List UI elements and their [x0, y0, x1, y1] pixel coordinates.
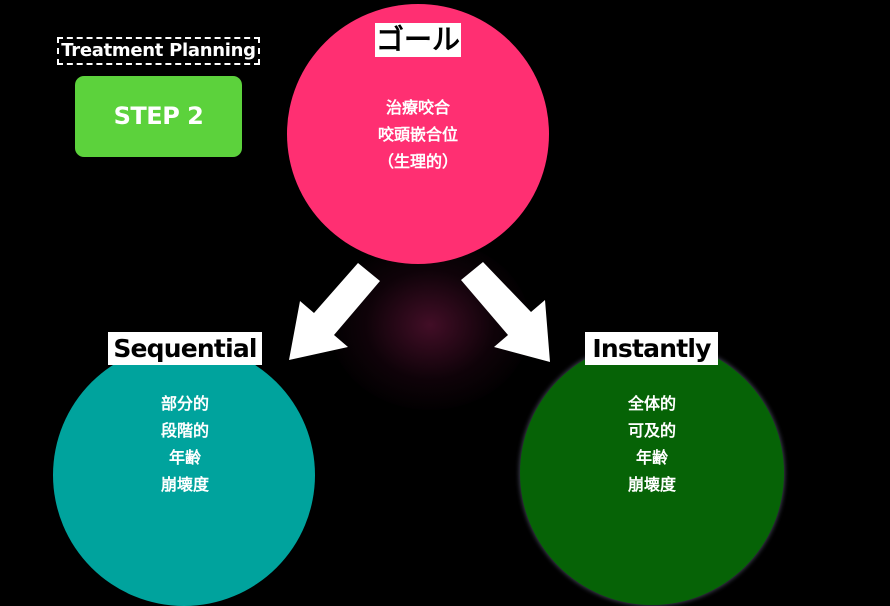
instantly-line: 崩壊度	[627, 475, 676, 494]
instantly-title: Instantly	[585, 332, 718, 365]
arrow-to-sequential	[289, 263, 380, 360]
arrow-to-instantly	[461, 262, 550, 362]
sequential-title: Sequential	[108, 332, 262, 365]
instantly-line: 年齢	[635, 448, 668, 467]
instantly-circle	[520, 341, 784, 605]
sequential-description: 部分的 段階的 年齢 崩壊度	[130, 390, 240, 498]
goal-line: 治療咬合	[385, 98, 450, 117]
sequential-line: 段階的	[160, 421, 209, 440]
step-badge: STEP 2	[75, 76, 242, 157]
goal-description: 治療咬合 咬頭嵌合位 （生理的）	[355, 94, 481, 175]
instantly-line: 可及的	[627, 421, 676, 440]
arrows	[289, 262, 550, 362]
goal-title: ゴール	[375, 23, 461, 57]
sequential-line: 崩壊度	[160, 475, 209, 494]
treatment-planning-label: Treatment Planning	[57, 37, 260, 65]
sequential-circle	[53, 344, 315, 606]
sequential-line: 年齢	[168, 448, 201, 467]
goal-line: 咬頭嵌合位	[377, 125, 458, 144]
goal-line: （生理的）	[377, 152, 458, 171]
instantly-description: 全体的 可及的 年齢 崩壊度	[597, 390, 707, 498]
sequential-line: 部分的	[160, 394, 209, 413]
instantly-line: 全体的	[627, 394, 676, 413]
